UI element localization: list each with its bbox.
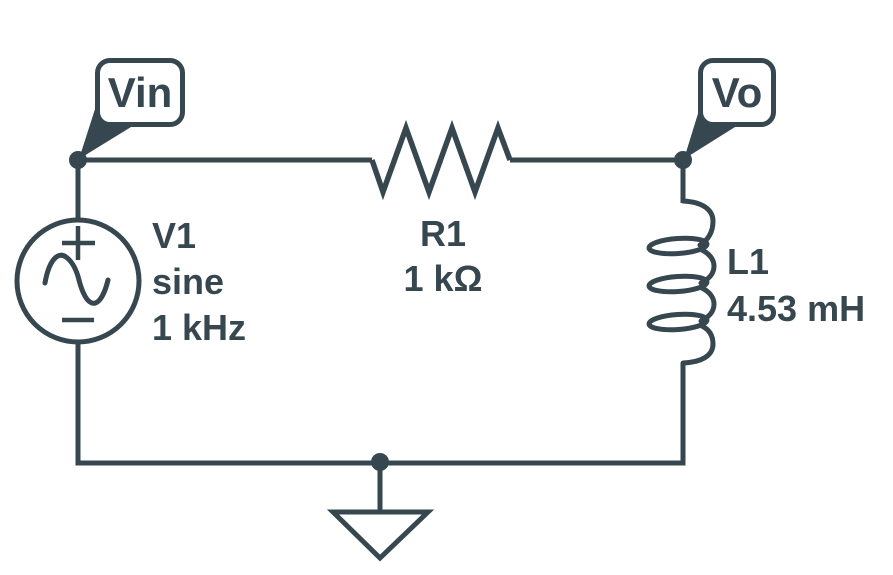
source-frequency: 1 kHz (152, 307, 247, 348)
resistor-symbol (369, 119, 513, 201)
wire-bottom-loop (75, 342, 686, 466)
sine-wave-icon (42, 252, 111, 306)
resistor-value: 1 kΩ (403, 258, 483, 299)
inductor-value: 4.53 mH (727, 288, 866, 329)
source-name: V1 (152, 215, 197, 256)
resistor-label-block: R1 1 kΩ (343, 211, 543, 301)
inductor-symbol (646, 198, 717, 366)
inductor-arc (680, 323, 716, 366)
inductor-loop (646, 235, 710, 257)
ground-icon (326, 463, 435, 562)
inductor-name: L1 (727, 241, 770, 282)
node-dot-vo (674, 151, 692, 169)
inductor-loop (646, 311, 710, 333)
source-label-block: V1 sine 1 kHz (152, 213, 246, 351)
inductor-loop (646, 273, 710, 295)
inductor-arc (680, 198, 716, 248)
inductor-arc (698, 285, 717, 324)
vo-callout: Vo (698, 58, 776, 127)
vo-label: Vo (711, 68, 763, 116)
vin-callout: Vin (95, 58, 185, 127)
plus-sign-icon (62, 226, 95, 260)
ground-triangle (326, 509, 435, 562)
inductor-label-block: L1 4.53 mH (727, 238, 865, 332)
node-dot-vin (69, 151, 87, 169)
node-dot-ground (371, 453, 389, 471)
source-waveform: sine (152, 261, 225, 302)
vin-label: Vin (107, 68, 173, 116)
inductor-arc (698, 247, 717, 286)
resistor-name: R1 (419, 213, 467, 254)
voltage-source-symbol (14, 217, 142, 345)
